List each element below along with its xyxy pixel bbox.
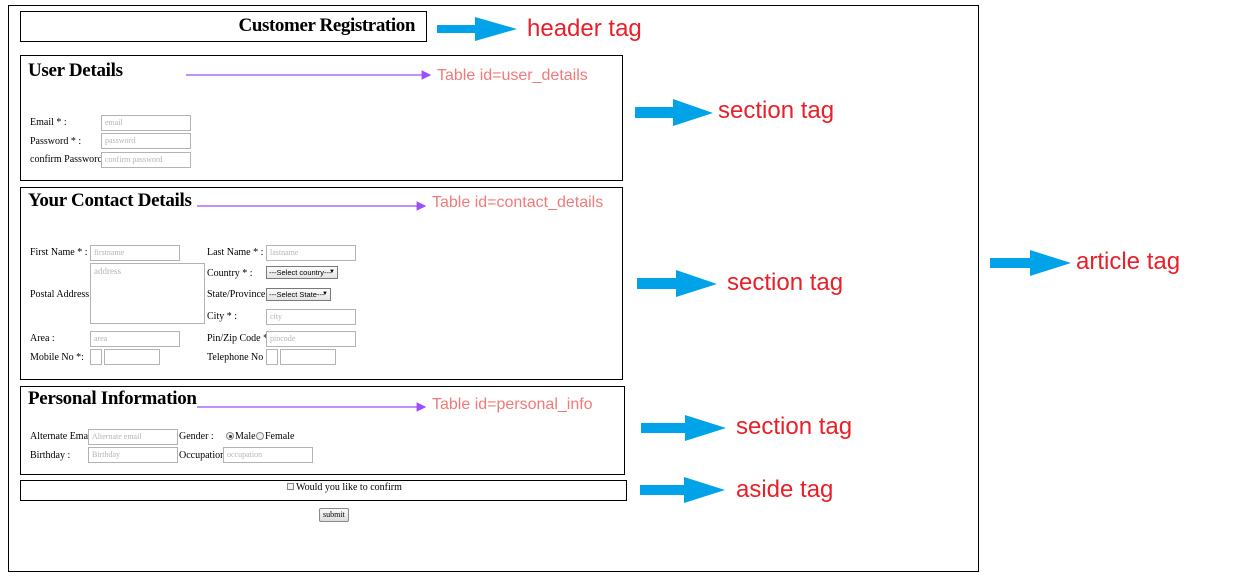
section-tag-label-2: section tag — [727, 269, 844, 296]
state-select[interactable]: ---Select State--- ▼ — [266, 288, 331, 301]
header-tag-arrow-icon — [437, 17, 517, 41]
postal-address-textarea[interactable]: address — [90, 263, 205, 324]
birthday-label: Birthday : — [30, 450, 71, 461]
submit-button[interactable]: submit — [319, 508, 349, 522]
table-contact-details-note: Table id=contact_details — [432, 194, 604, 211]
section-tag-label-1: section tag — [718, 97, 835, 124]
aside-box — [20, 480, 627, 501]
birthday-input[interactable]: Birthday — [88, 447, 178, 463]
password-input[interactable]: password — [101, 133, 191, 149]
female-radio[interactable] — [256, 432, 264, 440]
city-input[interactable]: city — [266, 309, 356, 325]
table-personal-info-note: Table id=personal_info — [432, 396, 593, 413]
password-label: Password * : — [30, 136, 82, 147]
last-name-input[interactable]: lastname — [266, 245, 356, 261]
confirm-password-label: confirm Password * : — [30, 154, 116, 165]
area-label: Area : — [30, 333, 55, 344]
mobile-label: Mobile No *: — [30, 352, 84, 363]
email-label: Email * : — [30, 117, 67, 128]
state-label: State/Province * : — [207, 289, 279, 300]
article-tag-label: article tag — [1076, 248, 1181, 275]
section-tag-arrow-icon-3 — [641, 415, 726, 441]
article-tag-arrow-icon — [990, 250, 1071, 276]
chevron-down-icon: ▼ — [329, 269, 335, 275]
first-name-label: First Name * : — [30, 247, 88, 258]
country-select[interactable]: ---Select country--- ▼ — [266, 266, 338, 279]
last-name-label: Last Name * : — [207, 247, 264, 258]
email-input[interactable]: email — [101, 115, 191, 131]
telephone-number-input[interactable] — [280, 349, 336, 365]
aside-tag-arrow-icon — [640, 477, 725, 503]
header-tag-label: header tag — [527, 15, 642, 42]
first-name-input[interactable]: firstname — [90, 245, 180, 261]
country-select-value: ---Select country--- — [269, 268, 332, 277]
aside-tag-label: aside tag — [736, 476, 834, 503]
table-user-details-note: Table id=user_details — [437, 67, 588, 84]
confirm-checkbox[interactable] — [287, 483, 294, 490]
section-tag-label-3: section tag — [736, 413, 853, 440]
user-details-title: User Details — [28, 60, 123, 81]
postal-address-label: Postal Address * : — [30, 289, 102, 300]
mobile-code-input[interactable] — [90, 349, 102, 365]
contact-details-section — [20, 187, 623, 380]
header-title: Customer Registration — [238, 15, 416, 36]
pin-code-input[interactable]: pincode — [266, 331, 356, 347]
contact-details-title: Your Contact Details — [28, 190, 192, 211]
section-tag-arrow-icon-2 — [637, 270, 717, 297]
alternate-email-input[interactable]: Alternate email — [88, 429, 178, 445]
chevron-down-icon: ▼ — [322, 291, 328, 297]
occupation-label: Occupation : — [179, 450, 231, 461]
gender-label: Gender : — [179, 431, 214, 442]
state-select-value: ---Select State--- — [269, 290, 325, 299]
male-radio[interactable] — [226, 432, 234, 440]
female-label: Female — [265, 431, 295, 442]
area-input[interactable]: area — [90, 331, 180, 347]
male-label: Male — [235, 431, 256, 442]
alternate-email-label: Alternate Email : — [30, 431, 99, 442]
occupation-input[interactable]: occupation — [223, 447, 313, 463]
confirm-label: Would you like to confirm — [296, 482, 402, 493]
country-label: Country * : — [207, 268, 253, 279]
telephone-code-input[interactable] — [266, 349, 278, 365]
header-box — [20, 11, 427, 42]
personal-info-title: Personal Information — [28, 388, 197, 409]
confirm-password-input[interactable]: confirm password — [101, 152, 191, 168]
city-label: City * : — [207, 311, 238, 322]
section-tag-arrow-icon-1 — [635, 99, 713, 126]
telephone-label: Telephone No *: — [207, 352, 274, 363]
mobile-number-input[interactable] — [104, 349, 160, 365]
pin-code-label: Pin/Zip Code * : — [207, 333, 274, 344]
